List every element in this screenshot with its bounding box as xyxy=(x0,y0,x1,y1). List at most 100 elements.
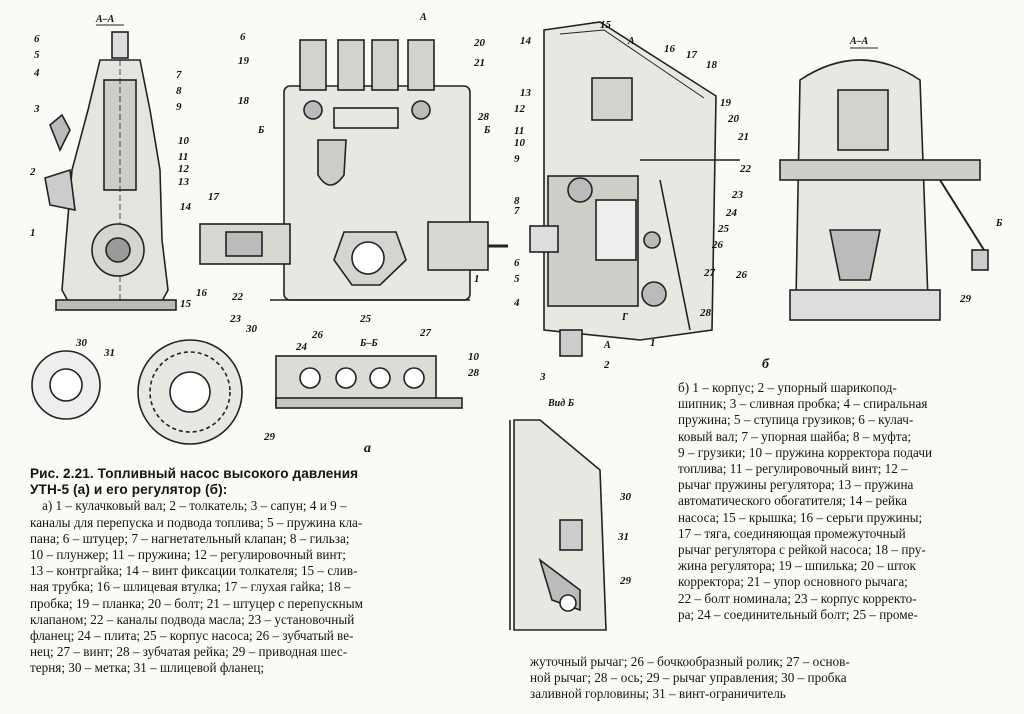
callout-number: Б xyxy=(257,125,265,136)
callout-number: 29 xyxy=(263,431,276,443)
callout-number: 23 xyxy=(731,189,744,201)
callout-number: 30 xyxy=(245,323,258,335)
callout-number: 28 xyxy=(477,111,490,123)
callout-number: А xyxy=(419,12,427,23)
callout-number: 9 xyxy=(176,101,182,113)
legend-b-line: корректора; 21 – упор основного рычага; xyxy=(678,574,908,590)
callout-number: 1 xyxy=(30,227,36,239)
legend-a-line: терня; 30 – метка; 31 – шлицевой фланец; xyxy=(30,660,265,676)
callout-number: 20 xyxy=(473,37,486,49)
legend-a-line: клапаном; 22 – каналы подвода масла; 23 … xyxy=(30,611,355,627)
legend-a-line: 13 – контргайка; 14 – винт фиксации толк… xyxy=(30,563,358,579)
section-bb-label: Б–Б xyxy=(359,338,378,349)
callout-number: 15 xyxy=(600,19,612,31)
callout-number: 1 xyxy=(474,273,480,285)
callout-number: 18 xyxy=(706,59,718,71)
regulator-number-labels: 14 15 16 17 18 13 12 11 10 9 8 7 6 5 4 3… xyxy=(513,19,752,383)
regulator-side-drawing xyxy=(529,21,740,357)
legend-b-line: насоса; 15 – крышка; 16 – серьги пружины… xyxy=(678,509,923,525)
callout-number: 6 xyxy=(240,31,246,43)
callout-number: 4 xyxy=(513,297,520,309)
legend-b-line: заливной горловины; 31 – винт-ограничите… xyxy=(530,686,786,702)
callout-number: 5 xyxy=(34,49,40,61)
figure-caption: Рис. 2.21. Топливный насос высокого давл… xyxy=(30,466,516,677)
callout-number: 13 xyxy=(178,176,190,188)
callout-number: 29 xyxy=(959,293,972,305)
legend-b-line: шипник; 3 – сливная пробка; 4 – спиральн… xyxy=(678,396,928,412)
callout-number: 2 xyxy=(29,166,36,178)
callout-number: 5 xyxy=(514,273,520,285)
callout-number: 13 xyxy=(520,87,532,99)
pump-front-view-drawing xyxy=(199,39,508,409)
callout-number: 26 xyxy=(735,269,748,281)
regulator-section-number-labels: 26 29 Б xyxy=(735,218,1003,305)
callout-number: 4 xyxy=(33,67,40,79)
legend-b-line: жина регулятора; 19 – шпилька; 20 – шток xyxy=(678,558,916,574)
view-b-label: Вид Б xyxy=(547,398,575,409)
callout-number: 30 xyxy=(75,337,88,349)
callout-number: 23 xyxy=(229,313,242,325)
callout-number: А xyxy=(627,36,635,47)
callout-number: 10 xyxy=(514,137,526,149)
callout-number: 27 xyxy=(703,267,716,279)
callout-number: 16 xyxy=(196,287,208,299)
legend-b-line: ра; 24 – соединительный болт; 25 – проме… xyxy=(678,606,918,622)
legend-a-line: каналы для перепуска и подвода топлива; … xyxy=(30,514,363,530)
regulator-labels: А А Г б xyxy=(603,36,770,372)
figure-title-line-2: УТН-5 (а) и его регулятор (б): xyxy=(30,482,228,498)
callout-number: 8 xyxy=(176,85,182,97)
callout-number: 16 xyxy=(664,43,676,55)
callout-number: 9 xyxy=(514,153,520,165)
callout-number: 15 xyxy=(180,298,192,310)
legend-a-line: 10 – плунжер; 11 – пружина; 12 – регулир… xyxy=(30,547,346,563)
callout-number: Г xyxy=(621,312,629,323)
callout-number: 17 xyxy=(686,49,698,61)
legend-b-line: рычаг регулятора с рейкой насоса; 18 – п… xyxy=(678,542,926,558)
callout-number: 3 xyxy=(33,103,40,115)
legend-a-line: нец; 27 – винт; 28 – зубчатая рейка; 29 … xyxy=(30,644,348,660)
callout-number: Б xyxy=(483,125,491,136)
legend-b-continued: жуточный рычаг; 26 – бочкообразный ролик… xyxy=(530,654,1014,703)
subfigure-b-label: б xyxy=(762,357,770,372)
front-view-number-labels: 6 19 18 20 21 28 17 16 22 23 30 24 26 27… xyxy=(196,31,490,443)
callout-number: 18 xyxy=(238,95,250,107)
callout-number: 31 xyxy=(617,531,629,543)
callout-number: 10 xyxy=(468,351,480,363)
callout-number: 8 xyxy=(514,195,520,207)
callout-number: 28 xyxy=(467,367,480,379)
callout-number: 30 xyxy=(619,491,632,503)
subfigure-a-label: а xyxy=(364,441,371,456)
legend-a-line: а) 1 – кулачковый вал; 2 – толкатель; 3 … xyxy=(42,498,347,514)
legend-a-line: фланец; 24 – плита; 25 – корпус насоса; … xyxy=(30,628,354,644)
callout-number: 25 xyxy=(717,223,730,235)
callout-number: 26 xyxy=(711,239,724,251)
callout-number: 7 xyxy=(176,69,182,81)
callout-number: Б xyxy=(995,218,1003,229)
callout-number: 24 xyxy=(725,207,738,219)
callout-number: А xyxy=(603,340,611,351)
legend-b-line: 17 – тяга, соединяющая промежуточный xyxy=(678,525,906,541)
legend-b-line: топлива; 11 – регулировочный винт; 12 – xyxy=(678,461,908,477)
callout-number: 24 xyxy=(295,341,308,353)
callout-number: 19 xyxy=(720,97,732,109)
callout-number: 25 xyxy=(359,313,372,325)
callout-number: 6 xyxy=(514,257,520,269)
callout-number: 21 xyxy=(473,57,485,69)
callout-number: 12 xyxy=(514,103,526,115)
legend-b-line: жуточный рычаг; 26 – бочкообразный ролик… xyxy=(530,654,850,669)
callout-number: 20 xyxy=(727,113,740,125)
callout-number: 14 xyxy=(520,35,532,47)
legend-b-line: 9 – грузики; 10 – пружина корректора под… xyxy=(678,444,933,460)
section-aa-left-label: А–А xyxy=(95,14,115,25)
callout-number: 31 xyxy=(103,347,115,359)
section-aa-right-label: А–А xyxy=(849,36,869,47)
callout-number: 11 xyxy=(178,151,188,163)
legend-b-line: ковый вал; 7 – упорная шайба; 8 – муфта; xyxy=(678,428,912,444)
legend-b-line: б) 1 – корпус; 2 – упорный шарикопод- xyxy=(678,380,897,395)
view-b-number-labels: 30 31 29 xyxy=(617,491,632,587)
callout-number: 22 xyxy=(739,163,752,175)
figure-title-line-1: Рис. 2.21. Топливный насос высокого давл… xyxy=(30,466,359,481)
legend-b: б) 1 – корпус; 2 – упорный шарикопод- ши… xyxy=(530,380,1010,623)
callout-number: 12 xyxy=(178,163,190,175)
